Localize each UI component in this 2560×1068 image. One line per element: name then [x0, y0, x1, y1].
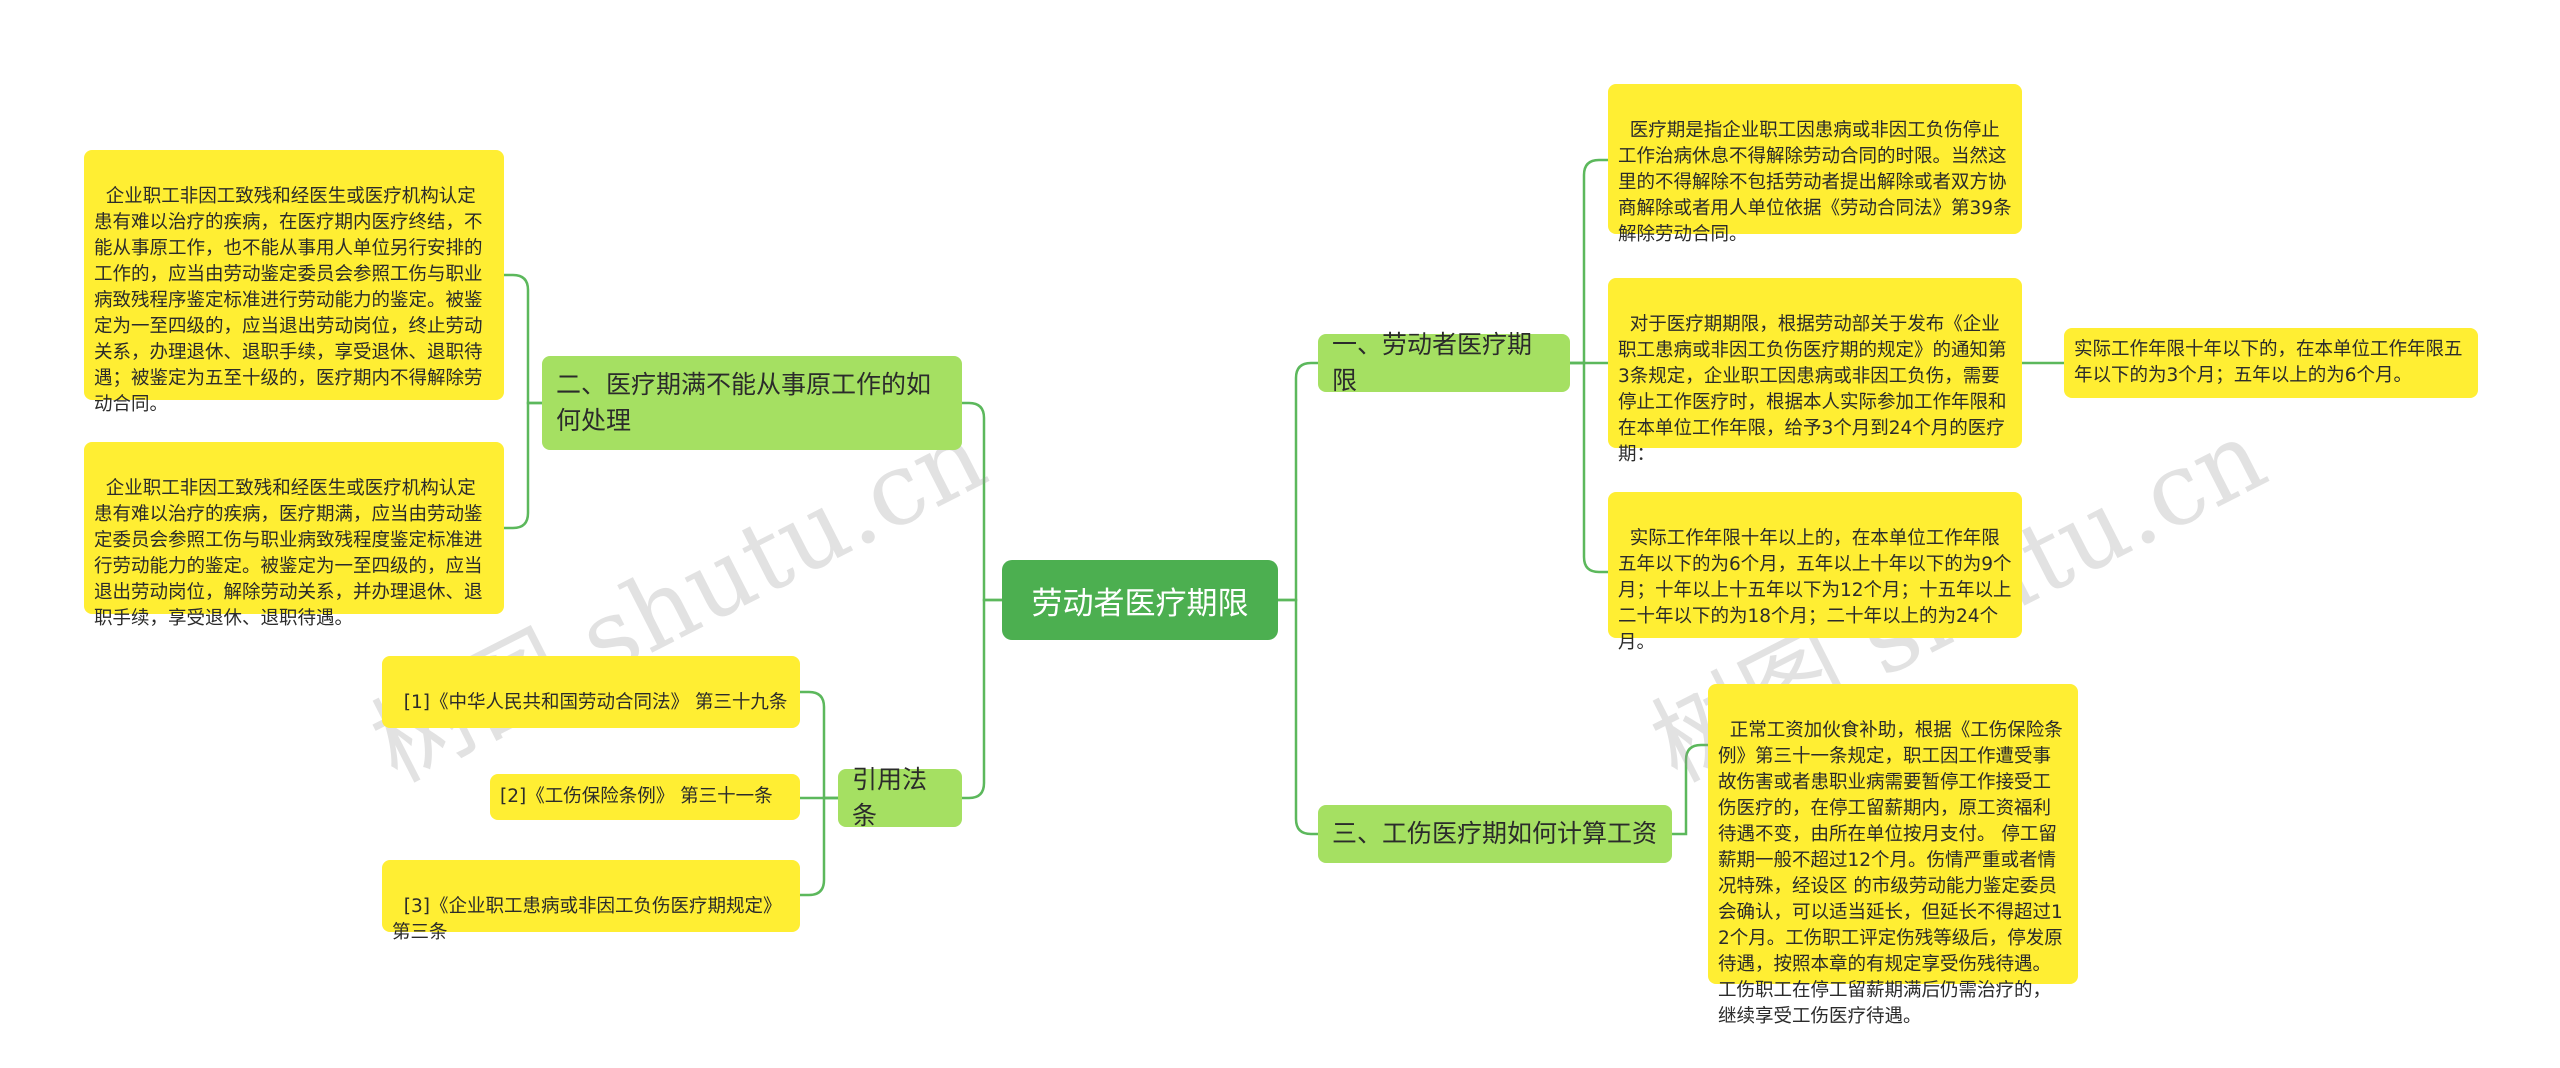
- citation-injury-insurance[interactable]: [2]《工伤保险条例》 第三十一条: [490, 774, 800, 820]
- citation-text: [3]《企业职工患病或非因工负伤医疗期规定》 第三条: [392, 896, 788, 943]
- branch-label: 一、劳动者医疗期限: [1332, 330, 1533, 395]
- branch-label: 二、医疗期满不能从事原工作的如何处理: [556, 370, 932, 435]
- citation-labor-contract-law[interactable]: [1]《中华人民共和国劳动合同法》 第三十九条: [382, 656, 800, 728]
- leaf-text: 实际工作年限十年以下的，在本单位工作年限五年以下的为3个月；五年以上的为6个月。: [2074, 339, 2463, 386]
- branch-citations[interactable]: 引用法条: [838, 765, 962, 830]
- link-root-b1: [1278, 361, 1318, 602]
- citation-text: [1]《中华人民共和国劳动合同法》 第三十九条: [403, 692, 788, 713]
- citation-medical-period-rules[interactable]: [3]《企业职工患病或非因工负伤医疗期规定》 第三条: [382, 860, 800, 943]
- branch-label: 三、工伤医疗期如何计算工资: [1332, 819, 1658, 848]
- leaf-text: 正常工资加伙食补助，根据《工伤保险条例》第三十一条规定，职工因工作遭受事故伤害或…: [1718, 720, 2063, 1027]
- branch-label: 引用法条: [852, 765, 928, 830]
- leaf-injury-wage-rule[interactable]: 正常工资加伙食补助，根据《工伤保险条例》第三十一条规定，职工因工作遭受事故伤害或…: [1708, 684, 2078, 1027]
- link-b4-c1: [800, 690, 838, 800]
- leaf-within-period-disability[interactable]: 企业职工非因工致残和经医生或医疗机构认定患有难以治疗的疾病，在医疗期内医疗终结，…: [84, 150, 504, 415]
- link-b2-l2: [504, 401, 542, 530]
- link-b4-c3: [800, 796, 838, 897]
- leaf-period-expired-disability[interactable]: 企业职工非因工致残和经医生或医疗机构认定患有难以治疗的疾病，医疗期满，应当由劳动…: [84, 442, 504, 629]
- leaf-under-ten-years[interactable]: 实际工作年限十年以下的，在本单位工作年限五年以下的为3个月；五年以上的为6个月。: [2064, 328, 2478, 398]
- link-root-b4: [962, 598, 1002, 800]
- leaf-text: 实际工作年限十年以上的，在本单位工作年限五年以下的为6个月，五年以上十年以下的为…: [1618, 528, 2012, 653]
- citation-text: [2]《工伤保险条例》 第三十一条: [500, 786, 773, 807]
- link-b1-r1: [1570, 158, 1608, 365]
- leaf-medical-period-rule[interactable]: 对于医疗期期限，根据劳动部关于发布《企业职工患病或非因工负伤医疗期的规定》的通知…: [1608, 278, 2022, 465]
- leaf-over-ten-years[interactable]: 实际工作年限十年以上的，在本单位工作年限五年以下的为6个月，五年以上十年以下的为…: [1608, 492, 2022, 653]
- branch-medical-period[interactable]: 一、劳动者医疗期限: [1318, 330, 1570, 395]
- leaf-text: 对于医疗期期限，根据劳动部关于发布《企业职工患病或非因工负伤医疗期的规定》的通知…: [1618, 314, 2007, 465]
- link-b1-r3: [1570, 361, 1608, 574]
- link-root-b3: [1278, 598, 1318, 836]
- branch-injury-wages[interactable]: 三、工伤医疗期如何计算工资: [1318, 805, 1672, 863]
- root-topic[interactable]: 劳动者医疗期限: [1002, 560, 1278, 640]
- leaf-text: 企业职工非因工致残和经医生或医疗机构认定患有难以治疗的疾病，在医疗期内医疗终结，…: [94, 186, 483, 415]
- leaf-text: 企业职工非因工致残和经医生或医疗机构认定患有难以治疗的疾病，医疗期满，应当由劳动…: [94, 478, 483, 629]
- link-b2-l1: [504, 273, 542, 405]
- branch-after-period[interactable]: 二、医疗期满不能从事原工作的如何处理: [542, 356, 962, 450]
- leaf-text: 医疗期是指企业职工因患病或非因工负伤停止工作治病休息不得解除劳动合同的时限。当然…: [1618, 120, 2012, 245]
- root-topic-label: 劳动者医疗期限: [1031, 585, 1249, 622]
- leaf-medical-period-definition[interactable]: 医疗期是指企业职工因患病或非因工负伤停止工作治病休息不得解除劳动合同的时限。当然…: [1608, 84, 2022, 245]
